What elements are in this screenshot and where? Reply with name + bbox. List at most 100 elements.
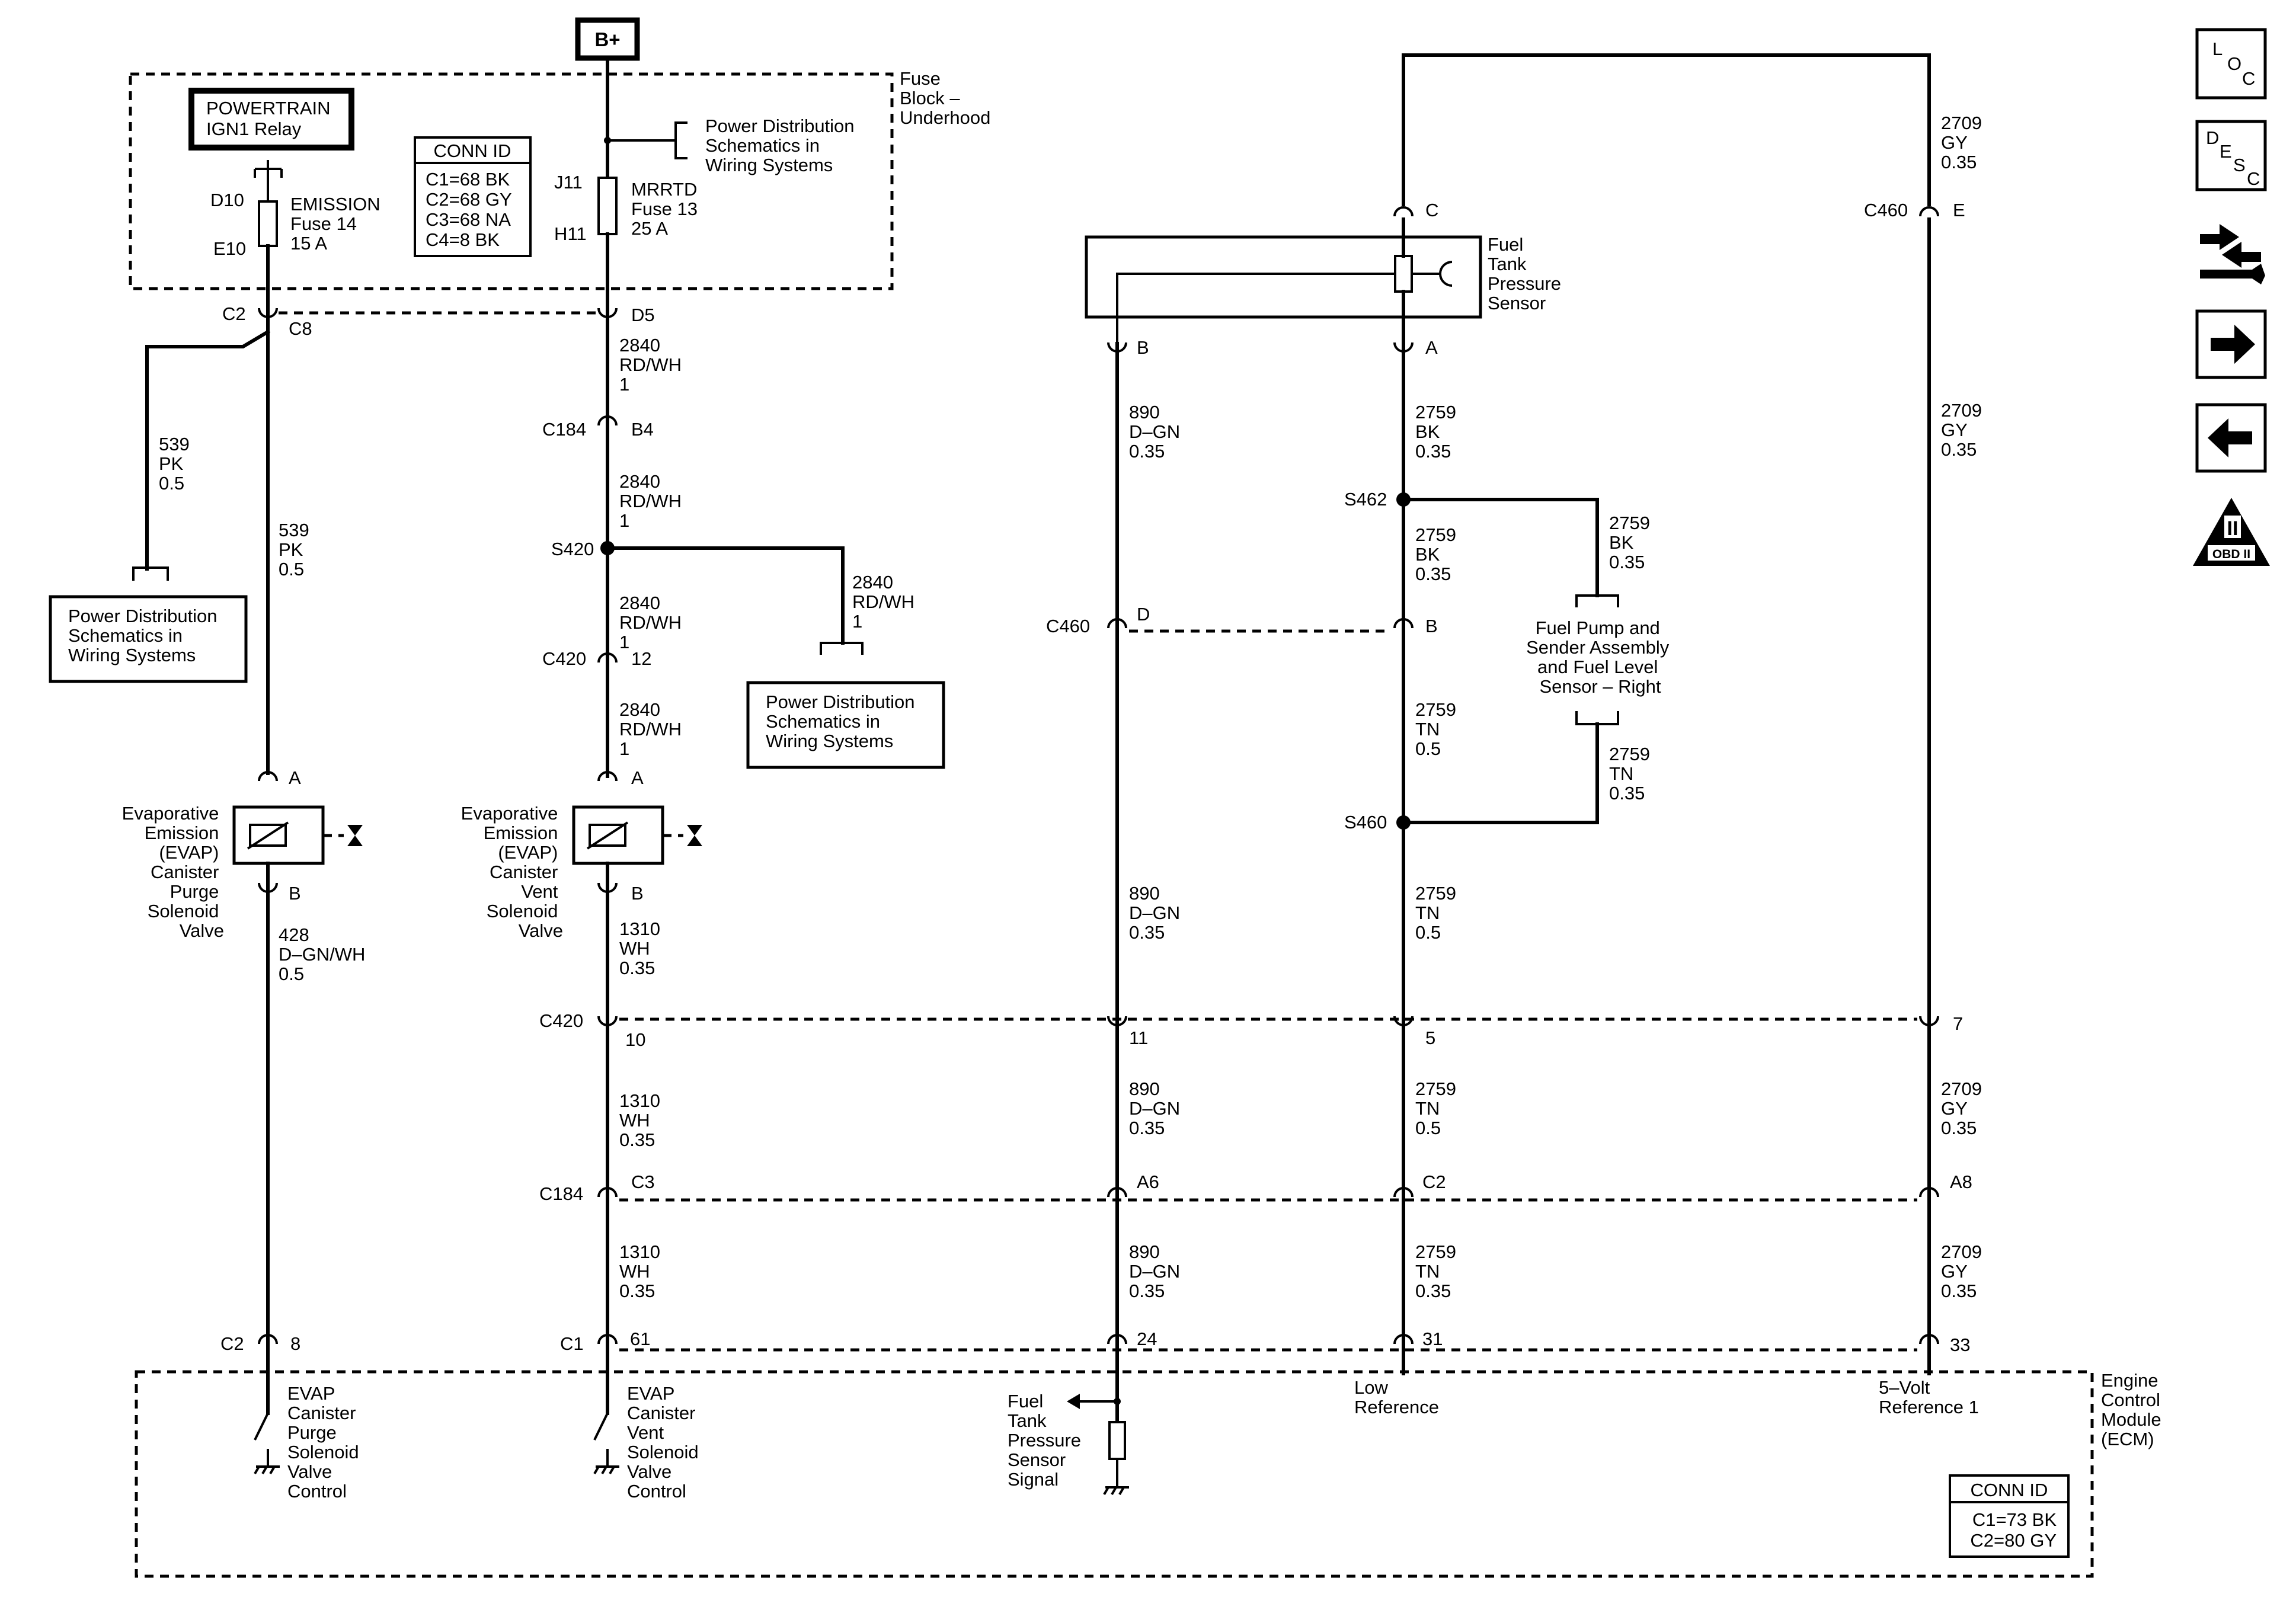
- svg-text:OBD II: OBD II: [2212, 548, 2250, 561]
- svg-text:J11: J11: [554, 172, 583, 193]
- svg-text:E10: E10: [213, 238, 246, 259]
- svg-text:A8: A8: [1950, 1172, 1972, 1192]
- svg-text:11: 11: [1129, 1028, 1148, 1048]
- svg-text:S: S: [2233, 155, 2246, 175]
- svg-text:C4=8 BK: C4=8 BK: [426, 229, 500, 250]
- emission-fuse-14: [258, 200, 278, 247]
- low-reference-label: Low Reference: [1354, 1377, 1439, 1417]
- svg-text:D: D: [2206, 127, 2219, 148]
- ecm-outline: [135, 1370, 2094, 1578]
- fuse-block-label: Fuse Block – Underhood: [900, 68, 990, 128]
- obd-ii-icon[interactable]: II OBD II: [2193, 498, 2270, 566]
- svg-text:B: B: [289, 883, 301, 904]
- svg-text:D: D: [1137, 604, 1150, 625]
- svg-text:C460: C460: [1046, 616, 1090, 636]
- desc-icon[interactable]: D E S C: [2195, 120, 2267, 191]
- svg-text:C3=68 NA: C3=68 NA: [426, 209, 511, 230]
- wire-2759-bk-2: 2759 BK 0.35: [1415, 524, 1462, 584]
- fuse13-label: MRRTD Fuse 13 25 A: [631, 179, 703, 239]
- wire-2759-bk-branch: 2759 BK 0.35: [1609, 513, 1655, 572]
- splice-s460: [1396, 815, 1411, 830]
- connector-wrench-icon[interactable]: [2200, 224, 2265, 284]
- tank-sensor-label: Fuel Tank Pressure Sensor: [1488, 234, 1566, 313]
- ecm-label: Engine Control Module (ECM): [2101, 1370, 2166, 1449]
- vent-control-label: EVAP Canister Vent Solenoid Valve Contro…: [627, 1383, 703, 1502]
- svg-text:C2: C2: [222, 303, 246, 324]
- svg-text:E: E: [2220, 141, 2232, 162]
- svg-text:C: C: [2242, 68, 2255, 89]
- wire-2840-1: 2840 RD/WH 1: [619, 335, 687, 395]
- tank-signal-label: Fuel Tank Pressure Sensor Signal: [1008, 1391, 1086, 1490]
- svg-text:C2: C2: [1422, 1172, 1446, 1192]
- wire-2759-tn-2: 2759 TN 0.5: [1415, 883, 1462, 943]
- previous-arrow-icon[interactable]: [2195, 403, 2267, 473]
- svg-text:B: B: [631, 883, 644, 904]
- tank-signal-input: [1067, 1346, 1129, 1496]
- wire-2840-2: 2840 RD/WH 1: [619, 471, 687, 531]
- fuse14-label: EMISSION Fuse 14 15 A: [290, 194, 385, 254]
- ref-5v-label: 5–Volt Reference 1: [1879, 1377, 1979, 1417]
- svg-text:S420: S420: [551, 539, 594, 559]
- svg-text:12: 12: [631, 648, 651, 669]
- svg-text:24: 24: [1137, 1329, 1157, 1349]
- svg-text:C460: C460: [1864, 200, 1908, 220]
- svg-text:A: A: [289, 767, 301, 788]
- relay-output-symbol: [254, 160, 283, 204]
- svg-text:H11: H11: [554, 223, 587, 244]
- pd-ref-fuse-block: Power Distribution Schematics in Wiring …: [705, 116, 859, 175]
- svg-text:II: II: [2227, 517, 2239, 540]
- svg-text:C184: C184: [539, 1183, 583, 1204]
- svg-text:C1=68 BK: C1=68 BK: [426, 169, 510, 190]
- svg-text:C184: C184: [542, 419, 586, 440]
- fuel-pump-label: Fuel Pump and Sender Assembly and Fuel L…: [1526, 617, 1674, 697]
- svg-text:31: 31: [1422, 1329, 1443, 1349]
- svg-text:C8: C8: [289, 318, 312, 339]
- wire-1310-3: 1310 WH 0.35: [619, 1241, 666, 1301]
- wire-539-upper: 539 PK 0.5: [159, 434, 194, 494]
- wire-2709-low: 2709 GY 0.35: [1941, 1078, 1987, 1138]
- svg-text:33: 33: [1950, 1334, 1970, 1355]
- wire-428: 428 D–GN/WH 0.5: [279, 924, 370, 984]
- evap-vent-solenoid: [572, 771, 702, 893]
- evap-purge-solenoid: [232, 771, 363, 893]
- wire-2840-4: 2840 RD/WH 1: [619, 699, 687, 759]
- svg-text:C: C: [2247, 168, 2260, 189]
- svg-text:C420: C420: [542, 648, 586, 669]
- wire-2759-tn-4: 2759 TN 0.35: [1415, 1241, 1462, 1301]
- svg-text:POWERTRAIN: POWERTRAIN: [206, 98, 331, 119]
- wire-1310-1: 1310 WH 0.35: [619, 918, 666, 978]
- svg-text:CONN ID: CONN ID: [1971, 1480, 2048, 1500]
- wire-890-4: 890 D–GN 0.35: [1129, 1241, 1185, 1301]
- svg-text:S462: S462: [1344, 489, 1387, 510]
- battery-label: B+: [594, 28, 620, 50]
- svg-text:B: B: [1425, 616, 1438, 636]
- svg-text:IGN1 Relay: IGN1 Relay: [206, 119, 302, 139]
- fuse-block-outline: [129, 72, 894, 290]
- svg-text:C1=73 BK: C1=73 BK: [1972, 1509, 2057, 1530]
- wire-2840-3: 2840 RD/WH 1: [619, 593, 687, 652]
- wire-890-3: 890 D–GN 0.35: [1129, 1078, 1185, 1138]
- purge-control-label: EVAP Canister Purge Solenoid Valve Contr…: [287, 1383, 364, 1502]
- fuel-tank-pressure-sensor: [1085, 217, 1482, 344]
- svg-text:O: O: [2227, 53, 2241, 74]
- next-arrow-icon[interactable]: [2195, 309, 2267, 379]
- wire-539-lower: 539 PK 0.5: [279, 520, 314, 580]
- svg-text:10: 10: [625, 1029, 645, 1050]
- svg-text:C2=68 GY: C2=68 GY: [426, 189, 512, 210]
- fuse-block-conn-id: CONN ID C1=68 BK C2=68 GY C3=68 NA C4=8 …: [414, 136, 532, 257]
- svg-text:D10: D10: [210, 190, 244, 210]
- loc-icon[interactable]: L O C: [2195, 28, 2267, 100]
- svg-text:B4: B4: [631, 419, 654, 440]
- purge-valve-label: Evaporative Emission (EVAP) Canister Pur…: [122, 803, 224, 941]
- ecm-conn-id: CONN ID C1=73 BK C2=80 GY: [1949, 1474, 2070, 1558]
- wire-2759-tn-3: 2759 TN 0.5: [1415, 1078, 1462, 1138]
- wire-1310-2: 1310 WH 0.35: [619, 1090, 666, 1150]
- svg-text:61: 61: [630, 1329, 650, 1349]
- powertrain-relay: POWERTRAIN IGN1 Relay: [188, 88, 354, 151]
- purge-control-driver: [254, 1346, 280, 1475]
- svg-text:A: A: [631, 767, 644, 788]
- wire-2759-bk-1: 2759 BK 0.35: [1415, 402, 1462, 462]
